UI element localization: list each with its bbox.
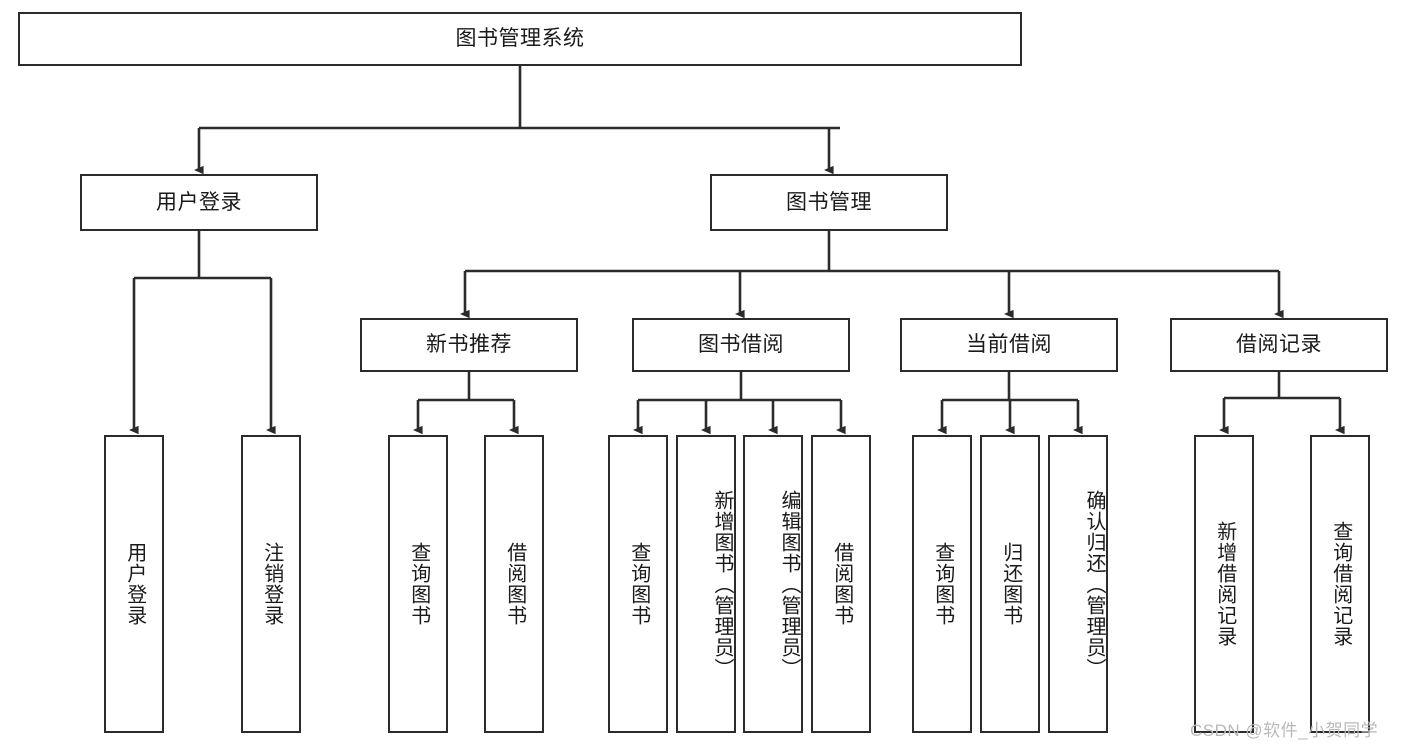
node-label: 用户登录 [156, 190, 242, 214]
node-label: 编辑图书（管理员） [778, 489, 800, 679]
node-label: 图书借阅 [698, 333, 784, 357]
node-user-login[interactable]: 用户登录 [80, 174, 318, 231]
node-label: 查询借阅记录 [1329, 521, 1352, 647]
node-book-management[interactable]: 图书管理 [710, 174, 948, 231]
leaf-book-borrow-borrow-book[interactable]: 借阅图书 [811, 435, 871, 733]
leaf-user-login-signout[interactable]: 注销登录 [241, 435, 301, 733]
node-label: 查询图书 [407, 542, 430, 626]
node-label: 图书管理系统 [455, 27, 585, 51]
node-root-book-management-system[interactable]: 图书管理系统 [18, 12, 1022, 66]
node-label: 注销登录 [260, 542, 283, 626]
node-label: 当前借阅 [966, 333, 1052, 357]
node-borrow-record[interactable]: 借阅记录 [1170, 318, 1388, 372]
node-label: 确认归还（管理员） [1083, 489, 1105, 679]
leaf-new-book-borrow-book[interactable]: 借阅图书 [484, 435, 544, 733]
node-label: 用户登录 [123, 542, 146, 626]
node-label: 借阅图书 [503, 542, 526, 626]
node-label: 图书管理 [786, 190, 872, 214]
leaf-borrow-record-query-record[interactable]: 查询借阅记录 [1310, 435, 1370, 733]
node-book-borrow[interactable]: 图书借阅 [632, 318, 850, 372]
node-label: 新增借阅记录 [1213, 521, 1236, 647]
watermark-csdn: CSDN @软件_小贺同学 [1190, 721, 1379, 740]
leaf-book-borrow-query-book[interactable]: 查询图书 [608, 435, 668, 733]
node-current-borrow[interactable]: 当前借阅 [900, 318, 1118, 372]
node-label: 借阅图书 [830, 542, 853, 626]
leaf-borrow-record-add-record[interactable]: 新增借阅记录 [1194, 435, 1254, 733]
leaf-current-borrow-confirm-return-admin[interactable]: 确认归还（管理员） [1048, 435, 1108, 733]
leaf-book-borrow-edit-book-admin[interactable]: 编辑图书（管理员） [743, 435, 803, 733]
leaf-current-borrow-query-book[interactable]: 查询图书 [912, 435, 972, 733]
leaf-new-book-query-book[interactable]: 查询图书 [388, 435, 448, 733]
node-label: 借阅记录 [1236, 333, 1322, 357]
leaf-user-login-signin[interactable]: 用户登录 [104, 435, 164, 733]
node-label: 新书推荐 [426, 333, 512, 357]
node-label: 新增图书（管理员） [711, 489, 733, 679]
node-new-book-recommend[interactable]: 新书推荐 [360, 318, 578, 372]
node-label: 查询图书 [627, 542, 650, 626]
leaf-book-borrow-add-book-admin[interactable]: 新增图书（管理员） [676, 435, 736, 733]
node-label: 归还图书 [999, 542, 1022, 626]
node-label: 查询图书 [931, 542, 954, 626]
leaf-current-borrow-return-book[interactable]: 归还图书 [980, 435, 1040, 733]
